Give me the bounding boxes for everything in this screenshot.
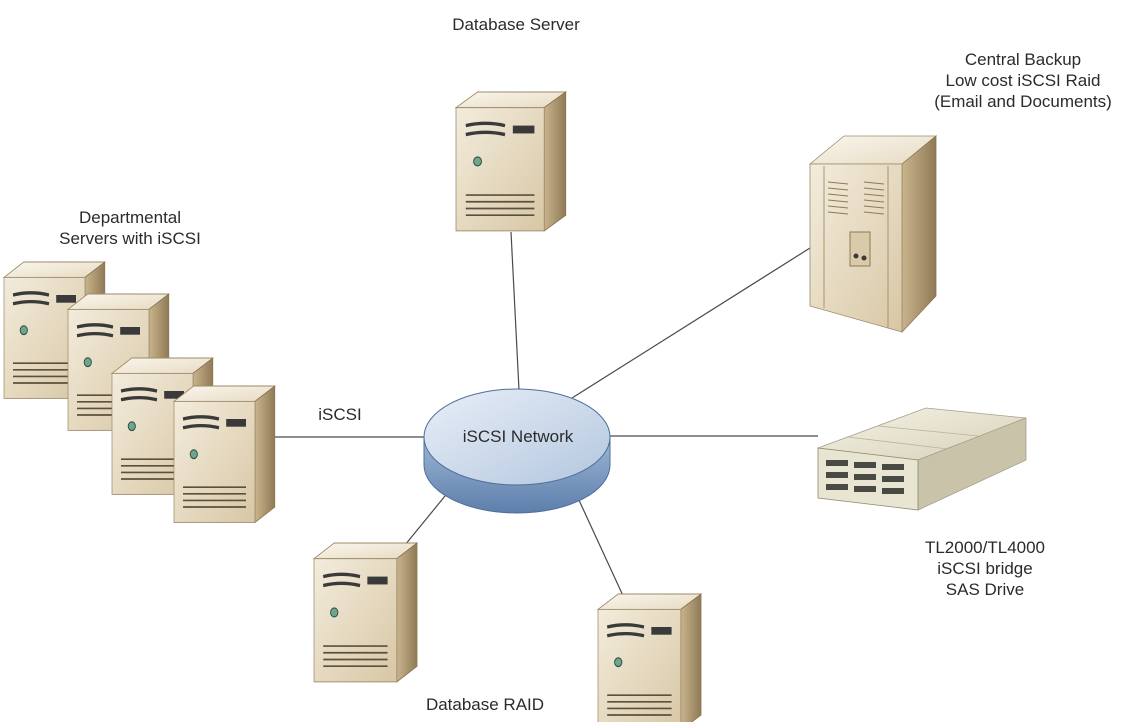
label-line: Departmental [78, 208, 182, 227]
backup-cabinet-icon [808, 135, 938, 334]
label-line: iSCSI [318, 405, 362, 424]
connection-lines [266, 231, 818, 601]
label-departmental: Departmental Servers with iSCSI [42, 207, 218, 249]
label-database-server: Database Server [431, 14, 601, 35]
departmental-server-icon [172, 384, 277, 525]
tape-library-icon [817, 407, 1027, 511]
label-line: Servers with iSCSI [59, 229, 201, 248]
database-raid-server-icon [596, 592, 703, 722]
label-tape-library: TL2000/TL4000 iSCSI bridge SAS Drive [900, 537, 1070, 600]
label-iscsi-link: iSCSI [300, 404, 380, 425]
label-line: Database RAID [425, 695, 545, 714]
label-database-raid: Database RAID [400, 694, 570, 715]
label-line: iSCSI bridge [937, 559, 1033, 578]
label-line: Database Server [452, 15, 580, 34]
database-server-icon [454, 90, 568, 233]
label-network: iSCSI Network [436, 426, 600, 447]
link-database-raid-right [571, 484, 626, 601]
link-central-backup [571, 247, 811, 399]
label-line: TL2000/TL4000 [924, 538, 1046, 557]
database-raid-server-icon [312, 541, 419, 684]
label-line: SAS Drive [945, 580, 1025, 599]
network-cylinder-icon [423, 388, 611, 514]
label-line: (Email and Documents) [934, 92, 1112, 111]
label-line: Central Backup [964, 50, 1082, 69]
departmental-servers-group [2, 260, 277, 525]
label-central-backup: Central Backup Low cost iSCSI Raid (Emai… [920, 49, 1126, 112]
label-line: Low cost iSCSI Raid [945, 71, 1101, 90]
link-database-server [510, 231, 520, 391]
label-line: iSCSI Network [462, 427, 574, 446]
